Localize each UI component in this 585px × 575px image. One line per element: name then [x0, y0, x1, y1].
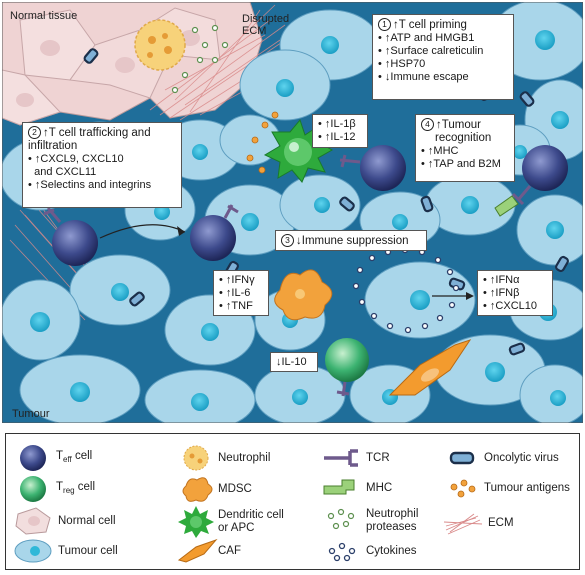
il1-il12-box: • ↑IL-1β • ↑IL-12 — [312, 114, 368, 148]
tumour-label: Tumour — [12, 408, 50, 420]
box1-line: • ↑HSP70 — [378, 58, 426, 70]
mhc-icon — [323, 479, 355, 495]
cytokines-icon — [328, 542, 356, 562]
il10-text: ↓IL-10 — [276, 356, 307, 368]
legend-treg-label: Treg cell — [56, 481, 96, 495]
legend-caf-label: CAF — [218, 545, 241, 557]
ifng-line: • ↑IL-6 — [219, 287, 251, 299]
tumour-recognition-box: 4↑Tumour recognition • ↑MHC • ↑TAP and B… — [415, 114, 515, 182]
teff-cell-right — [494, 145, 568, 217]
legend-dendritic-label-line2: or APC — [218, 522, 255, 534]
box1-line: • ↑Surface calreticulin — [378, 45, 484, 57]
neutrophil — [134, 19, 186, 71]
disrupted-ecm-label-line2: ECM — [242, 25, 267, 37]
tcr-icon — [324, 449, 358, 467]
step-number-4: 4 — [421, 118, 434, 131]
legend-neutrophil-proteases-line2: proteases — [366, 521, 417, 533]
cytokines-ring — [352, 246, 460, 334]
legend-neutrophil-proteases-line1: Neutrophil — [366, 508, 419, 520]
box2-line: and CXCL11 — [28, 166, 97, 178]
oncolytic-virus-icon — [449, 451, 475, 465]
box1-line: • ↓Immune escape — [378, 71, 469, 83]
neutrophil-proteases-icon — [327, 508, 355, 530]
t-cell-priming-title: 1↑T cell priming — [378, 18, 508, 32]
disrupted-ecm-label-line1: Disrupted — [242, 13, 290, 25]
mdsc-icon — [182, 477, 213, 502]
ifng-il6-tnf-box: • ↑IFNγ • ↑IL-6 • ↑TNF — [213, 270, 269, 316]
tumour-antigens — [246, 111, 279, 174]
normal-tissue-label: Normal tissue — [10, 10, 78, 22]
tumour-recognition-title: 4↑Tumour — [421, 118, 509, 132]
legend-oncolytic-virus-label: Oncolytic virus — [484, 452, 559, 464]
ifna-line: • ↑IFNβ — [483, 287, 520, 299]
ifna-line: • ↑IFNα — [483, 274, 520, 286]
il-line: • ↑IL-1β — [318, 118, 356, 130]
teff-cell-left — [43, 207, 98, 266]
immune-suppression-title: 3↓Immune suppression — [281, 234, 421, 248]
legend-mhc-label: MHC — [366, 482, 393, 494]
ecm-icon — [443, 513, 483, 535]
legend: Teff cell Treg cell Normal cell Tumour c… — [5, 433, 580, 570]
legend-tumour-cell-label: Tumour cell — [58, 545, 118, 557]
treg-cell-icon — [20, 476, 46, 502]
teff-cell-middle — [190, 204, 239, 261]
legend-tcr-label: TCR — [366, 452, 390, 464]
tumour-recognition-title-line2: recognition — [435, 132, 492, 144]
t-cell-trafficking-title: 2↑T cell trafficking and — [28, 126, 176, 140]
t-cell-trafficking-box: 2↑T cell trafficking and infiltration • … — [22, 122, 182, 208]
neutrophil-proteases — [171, 24, 229, 94]
step-number-3: 3 — [281, 234, 294, 247]
t-cell-trafficking-title-line2: infiltration — [28, 140, 78, 152]
caf-icon — [177, 538, 218, 563]
treg-cell — [325, 338, 369, 397]
tumour-antigens-icon — [450, 479, 476, 498]
t-cell-priming-box: 1↑T cell priming • ↑ATP and HMGB1 • ↑Sur… — [372, 14, 514, 100]
mdsc-cell — [274, 269, 333, 321]
legend-cytokines-label: Cytokines — [366, 545, 417, 557]
dendritic-cell-icon — [178, 506, 214, 538]
legend-ecm-label: ECM — [488, 517, 514, 529]
il-line: • ↑IL-12 — [318, 131, 356, 143]
box2-line: • ↑CXCL9, CXCL10 — [28, 153, 124, 165]
legend-dendritic-label-line1: Dendritic cell — [218, 509, 284, 521]
legend-teff-label: Teff cell — [56, 450, 93, 464]
box1-line: • ↑ATP and HMGB1 — [378, 32, 475, 44]
immune-suppression-box: 3↓Immune suppression — [275, 230, 427, 251]
ifng-line: • ↑IFNγ — [219, 274, 255, 286]
legend-mdsc-label: MDSC — [218, 483, 252, 495]
step-number-2: 2 — [28, 126, 41, 139]
box4-line: • ↑MHC — [421, 145, 459, 157]
neutrophil-icon — [183, 445, 209, 471]
legend-icons — [14, 445, 483, 563]
ifna-ifnb-cxcl10-box: • ↑IFNα • ↑IFNβ • ↑CXCL10 — [477, 270, 553, 316]
tumour-nuclei — [30, 30, 569, 411]
legend-neutrophil-label: Neutrophil — [218, 452, 271, 464]
teff-cell-icon — [20, 445, 46, 471]
tumour-cell-icon — [14, 539, 52, 563]
teff-cell-dc — [339, 145, 406, 191]
step-number-1: 1 — [378, 18, 391, 31]
box2-line: • ↑Selectins and integrins — [28, 179, 152, 191]
legend-normal-cell-label: Normal cell — [58, 515, 116, 527]
normal-cell-icon — [15, 507, 51, 535]
il10-box: ↓IL-10 — [270, 352, 318, 372]
box4-line: • ↑TAP and B2M — [421, 158, 501, 170]
ifng-line: • ↑TNF — [219, 300, 253, 312]
caf-cell — [388, 339, 472, 396]
ifna-line: • ↑CXCL10 — [483, 300, 537, 312]
legend-tumour-antigens-label: Tumour antigens — [484, 482, 570, 494]
